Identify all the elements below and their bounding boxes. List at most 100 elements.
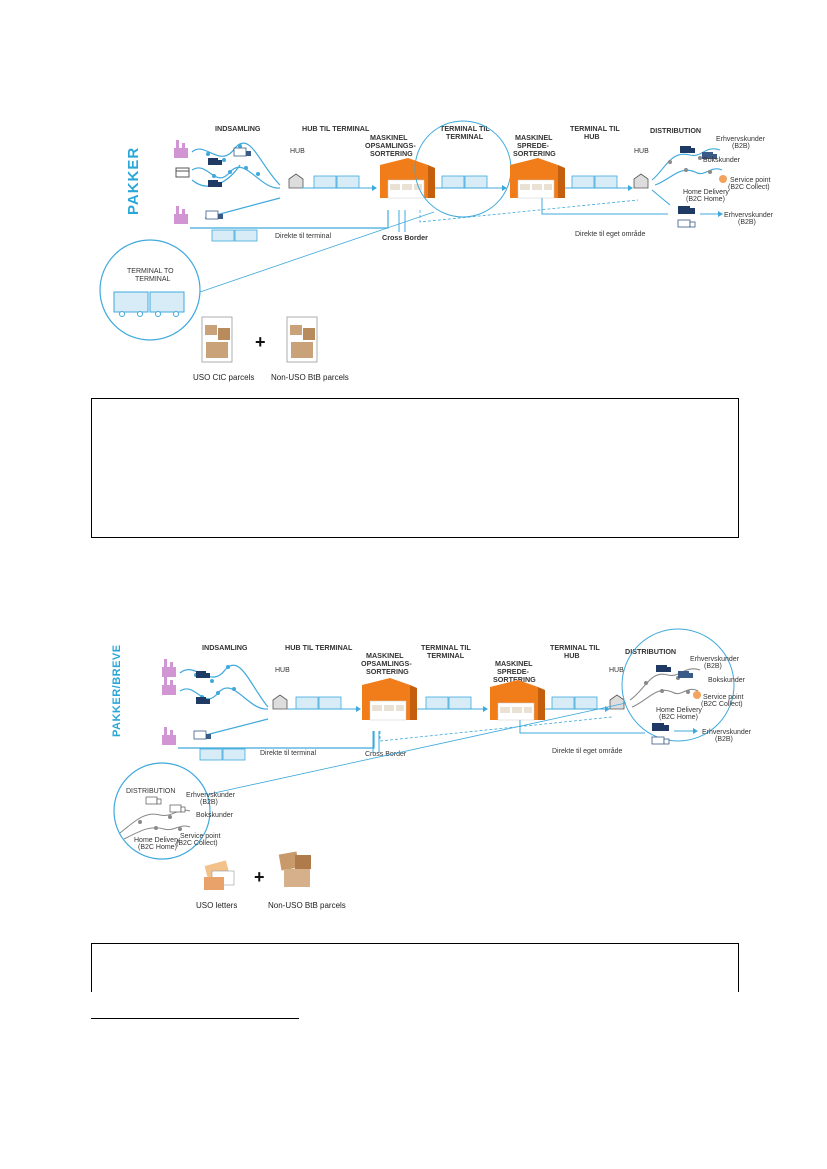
- recipient-home-delivery-2: (B2C Home): [659, 714, 698, 721]
- parcel-cage-icon: [201, 316, 233, 363]
- legend-left: USO CtC parcels: [193, 373, 254, 382]
- legend-plus: +: [255, 332, 266, 352]
- arrow-head: [693, 728, 698, 734]
- truck-icon: [678, 206, 695, 214]
- stage-maskinel-opsamling-2: OPSAMLINGS-: [361, 659, 412, 668]
- text-box: [91, 943, 739, 992]
- truck-icon: [196, 697, 210, 704]
- zoom-detail-circle: [113, 762, 211, 860]
- stage-maskinel-opsamling-1: MASKINEL: [370, 133, 408, 142]
- warehouse-icon: [510, 158, 565, 199]
- stage-maskinel-opsamling-2: OPSAMLINGS-: [365, 141, 416, 150]
- stage-indsamling: INDSAMLING: [202, 643, 248, 652]
- double-truck-icon: [571, 175, 618, 189]
- truck-icon: [656, 665, 671, 672]
- parcels-letters-flow-svg: PAKKER/BREVE INDSAMLING HUB TIL TERMINAL…: [111, 628, 752, 910]
- side-label: PAKKER: [125, 147, 142, 215]
- distribution-routes: [629, 668, 701, 708]
- parcels-flow-svg: PAKKER INDSAMLING HUB TIL TERMINAL MASKI…: [99, 120, 774, 382]
- arrow-head: [372, 185, 377, 191]
- truck-icon: [145, 796, 162, 805]
- truck-icon: [652, 723, 669, 731]
- text-box: [91, 398, 739, 538]
- hub-icon: [288, 173, 304, 189]
- truck-icon: [208, 180, 222, 187]
- zoom-label-2: TERMINAL: [135, 276, 171, 283]
- cross-border-label: Cross Border: [365, 751, 407, 758]
- zoom-label-1: TERMINAL TO: [127, 268, 174, 275]
- stage-maskinel-sprede-2: SPREDE-: [497, 667, 530, 676]
- recipient-erhverv-bottom-1: Erhvervskunder: [724, 212, 774, 219]
- recipient-bokskunder: Bokskunder: [703, 157, 741, 164]
- recipient-home-delivery-1: Home Delivery: [683, 189, 729, 196]
- stage-distribution: DISTRIBUTION: [625, 647, 676, 656]
- truck-icon: [208, 158, 222, 165]
- stage-hub-til-terminal: HUB TIL TERMINAL: [302, 124, 370, 133]
- direct-route: [541, 198, 668, 215]
- legend-plus: +: [254, 867, 265, 887]
- legend-right: Non-USO BtB parcels: [271, 373, 349, 382]
- zoom-home-delivery-2: (B2C Home): [138, 844, 177, 851]
- collection-routes: [178, 664, 375, 749]
- stage-maskinel-sprede-3: SORTERING: [513, 149, 556, 158]
- stage-terminal-terminal-2: TERMINAL: [427, 651, 465, 660]
- warehouse-icon: [362, 678, 417, 721]
- truck-icon: [233, 147, 251, 157]
- truck-icon: [677, 219, 696, 228]
- recipient-erhverv-top-2: (B2B): [704, 663, 722, 670]
- zoom-connector: [199, 211, 435, 293]
- recipient-home-delivery-1: Home Delivery: [656, 707, 702, 714]
- arrow-head: [356, 706, 361, 712]
- service-point-dot: [693, 691, 701, 699]
- zoom-connector: [204, 702, 627, 796]
- stage-maskinel-opsamling-3: SORTERING: [370, 149, 413, 158]
- legend-right: Non-USO BtB parcels: [268, 901, 346, 910]
- stage-distribution: DISTRIBUTION: [650, 126, 701, 135]
- stage-indsamling: INDSAMLING: [215, 124, 261, 133]
- zoom-circle: [621, 628, 735, 742]
- factory-icon: [162, 677, 176, 695]
- truck-icon: [193, 730, 211, 740]
- recipient-erhverv-bottom-2: (B2B): [738, 219, 756, 226]
- stage-maskinel-sprede-1: MASKINEL: [495, 659, 533, 668]
- stage-terminal-hub-2: HUB: [584, 132, 600, 141]
- zoom-service-point-2: (B2C Collect): [176, 840, 218, 847]
- dashed-route: [419, 199, 639, 223]
- direkte-til-terminal: Direkte til terminal: [275, 233, 331, 240]
- recipient-erhverv-top-2: (B2B): [732, 143, 750, 150]
- hub-icon: [272, 694, 288, 710]
- hub-icon: [609, 694, 625, 710]
- truck-icon: [196, 671, 210, 678]
- hub-right-label: HUB: [634, 148, 649, 155]
- stage-terminal-hub-1: TERMINAL TIL: [570, 124, 620, 133]
- stage-maskinel-sprede-1: MASKINEL: [515, 133, 553, 142]
- zoom-detail-circle: [99, 239, 201, 341]
- parcels-letters-flow-diagram: PAKKER/BREVE INDSAMLING HUB TIL TERMINAL…: [90, 625, 752, 925]
- recipient-erhverv-top-1: Erhvervskunder: [690, 656, 740, 663]
- hub-icon: [633, 173, 649, 189]
- recipient-service-point-1: Service point: [703, 694, 744, 701]
- service-point-dot: [719, 175, 727, 183]
- double-truck-icon: [425, 696, 472, 710]
- arrow-head: [628, 185, 633, 191]
- direkte-til-eget-omraade: Direkte til eget område: [552, 747, 623, 755]
- arrow-head: [718, 211, 723, 217]
- zoom-distribution: DISTRIBUTION: [126, 788, 175, 795]
- recipient-service-point-2: (B2C Collect): [728, 184, 770, 191]
- truck-icon: [169, 804, 186, 813]
- zoom-bokskunder: Bokskunder: [196, 812, 234, 819]
- double-truck-icon: [295, 696, 342, 710]
- stage-maskinel-sprede-2: SPREDE-: [517, 141, 550, 150]
- recipient-erhverv-bottom-1: Erhvervskunder: [702, 729, 752, 736]
- factory-icon: [162, 727, 176, 745]
- double-truck-icon: [551, 696, 598, 710]
- cross-border-label: Cross Border: [382, 233, 428, 242]
- arrow-head: [483, 706, 488, 712]
- stage-maskinel-opsamling-1: MASKINEL: [366, 651, 404, 660]
- double-truck-icon: [211, 229, 258, 242]
- zoom-erhverv-2: (B2B): [200, 799, 218, 806]
- double-truck-icon: [441, 175, 488, 189]
- stage-terminal-hub-2: HUB: [564, 651, 580, 660]
- recipient-erhverv-top-1: Erhvervskunder: [716, 136, 766, 143]
- direct-route: [519, 720, 645, 734]
